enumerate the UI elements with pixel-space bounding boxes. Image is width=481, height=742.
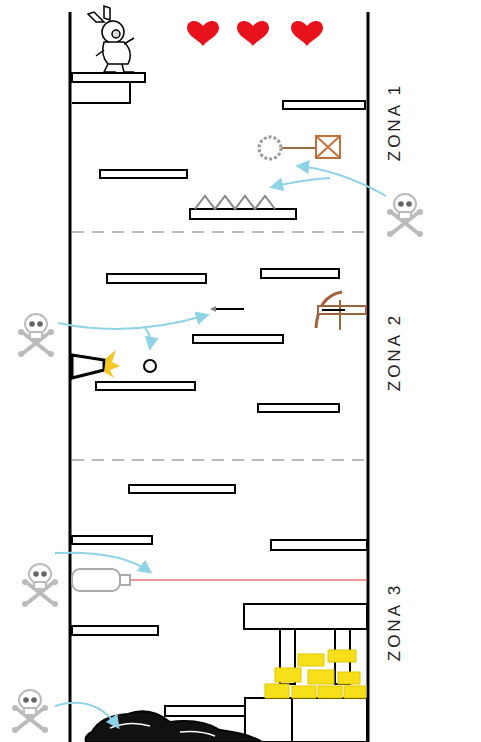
crossbow-trap bbox=[210, 292, 366, 330]
zone-divider bbox=[72, 232, 366, 460]
laser-trap bbox=[72, 569, 367, 591]
zone-label: ZONA 1 bbox=[385, 83, 405, 161]
danger-skull bbox=[12, 194, 423, 733]
hazard-arrow bbox=[55, 166, 386, 727]
life-hearts bbox=[187, 21, 323, 46]
spike-trap bbox=[195, 196, 275, 209]
gold-treasure bbox=[265, 650, 366, 698]
platforms bbox=[72, 73, 367, 742]
tar-pit bbox=[86, 711, 262, 742]
player-character bbox=[88, 6, 134, 72]
level-walls bbox=[70, 12, 368, 742]
cannon-trap bbox=[72, 350, 156, 378]
saw-trap bbox=[259, 136, 340, 159]
zone-label: ZONA 2 bbox=[385, 313, 405, 391]
tar-pit-highlight bbox=[110, 723, 215, 736]
zone-label: ZONA 3 bbox=[385, 583, 405, 661]
